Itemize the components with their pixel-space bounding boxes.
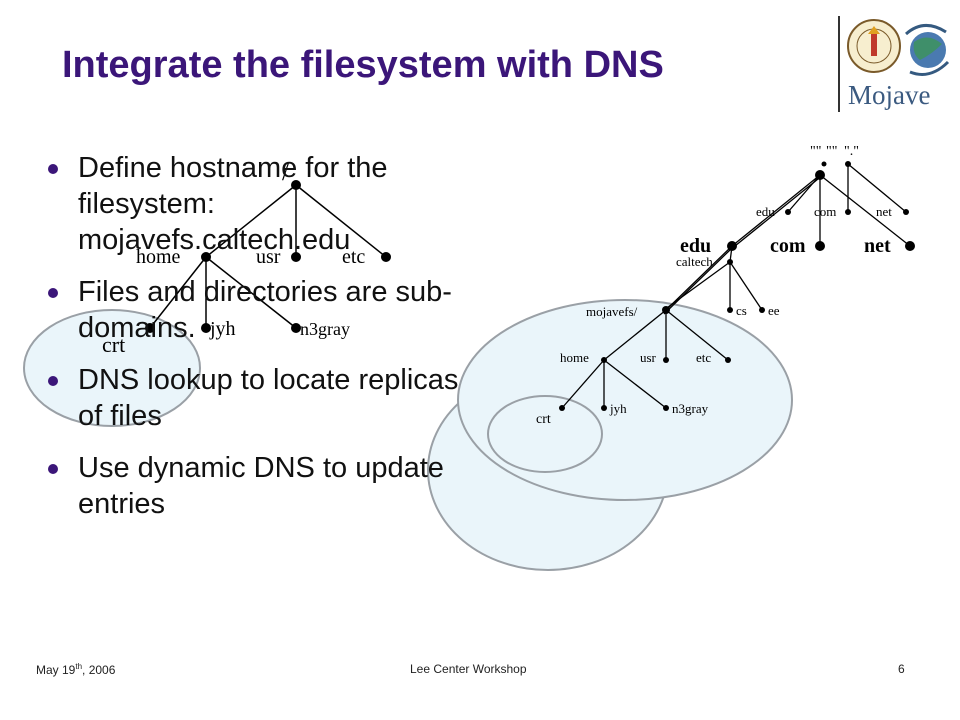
bullet-text: Define hostname for the filesystem: moja… — [78, 152, 388, 256]
footer-date: May 19th, 2006 — [36, 662, 115, 677]
right-tld-edu: edu — [680, 235, 711, 257]
right-tld-net: net — [864, 235, 891, 257]
left-root-label: / — [282, 157, 290, 186]
bullet-item: Use dynamic DNS to update entries — [48, 450, 468, 522]
right-root-3: "." — [844, 144, 859, 159]
right-mid-edu: edu — [756, 204, 775, 219]
bullet-item: Files and directories are sub-domains. — [48, 274, 468, 346]
right-root-2: "" — [826, 144, 837, 159]
bullet-dot-icon — [48, 464, 58, 474]
left-dir-usr: usr — [256, 246, 281, 268]
mojave-logo-text: Mojave — [848, 80, 931, 110]
right-fs-mojavefs: mojavefs/ — [586, 304, 638, 319]
right-user-n3gray: n3gray — [672, 401, 709, 416]
right-tld-com: com — [770, 235, 806, 257]
bullet-dot-icon — [48, 164, 58, 174]
bullet-text: Use dynamic DNS to update entries — [78, 452, 444, 520]
left-user-jyh: jyh — [209, 318, 236, 340]
footer-event: Lee Center Workshop — [410, 662, 527, 676]
right-user-jyh: jyh — [609, 401, 627, 416]
main-bubble — [457, 299, 793, 501]
left-user-crt: crt — [102, 332, 125, 357]
right-root-1: "" — [810, 144, 821, 159]
inner-bubble — [487, 395, 603, 473]
caltech-mojave-logo — [847, 19, 950, 76]
slide-title: Integrate the filesystem with DNS — [62, 44, 664, 86]
footer-date-suffix: , 2006 — [82, 663, 116, 677]
footer-date-sup: th — [75, 662, 83, 671]
footer-date-prefix: May 19 — [36, 663, 76, 677]
left-dir-home: home — [136, 246, 181, 268]
right-mid-com: com — [814, 204, 836, 219]
left-tree-nodes — [145, 180, 391, 333]
bullet-text: DNS lookup to locate replicas of files — [78, 364, 459, 432]
bullet-list: Define hostname for the filesystem: moja… — [48, 150, 468, 538]
right-sub-cs: cs — [736, 303, 747, 318]
right-tree-labels: "" "" "." edu com net edu com net caltec… — [536, 144, 892, 427]
bullet-item: Define hostname for the filesystem: moja… — [48, 150, 468, 258]
bullet-dot-icon — [48, 288, 58, 298]
right-tree-lines — [561, 163, 911, 409]
right-dir-home: home — [560, 350, 589, 365]
logo-divider — [838, 16, 840, 112]
footer-page-number: 6 — [898, 662, 905, 676]
right-dir-usr: usr — [640, 350, 657, 365]
bullet-item: DNS lookup to locate replicas of files — [48, 362, 468, 434]
bullet-dot-icon — [48, 376, 58, 386]
left-user-n3gray: n3gray — [300, 319, 350, 339]
right-dir-etc: etc — [696, 350, 711, 365]
left-tree-lines — [149, 184, 387, 329]
right-domain-caltech: caltech — [676, 254, 713, 269]
bullet-text: Files and directories are sub-domains. — [78, 276, 452, 344]
globe-swirl-icon — [905, 24, 950, 76]
right-mid-net: net — [876, 204, 892, 219]
left-dir-etc: etc — [342, 246, 365, 268]
right-user-crt: crt — [536, 412, 551, 427]
left-tree-labels: / home usr etc crt jyh n3gray — [102, 157, 365, 357]
right-sub-ee: ee — [768, 303, 780, 318]
right-tree-nodes — [559, 161, 915, 411]
left-bubble — [23, 309, 201, 427]
